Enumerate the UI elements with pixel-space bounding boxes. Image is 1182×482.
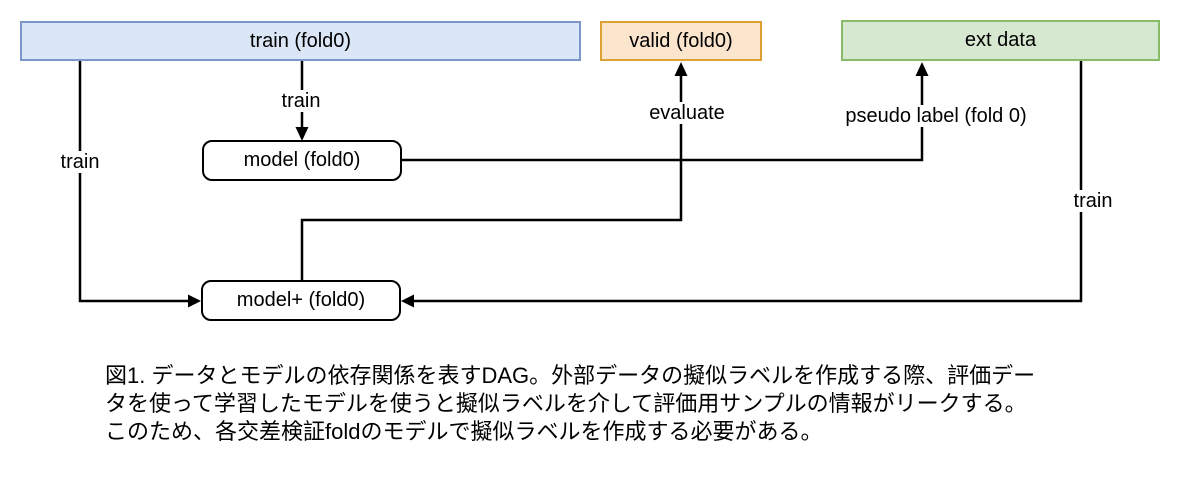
arrowhead-left-into-model-plus bbox=[401, 294, 414, 308]
edge-label-pseudo-label: pseudo label (fold 0) bbox=[842, 105, 1030, 127]
node-model-plus-label: model+ (fold0) bbox=[236, 289, 366, 311]
node-ext-data: ext data bbox=[841, 20, 1160, 61]
node-model-plus-fold0: model+ (fold0) bbox=[201, 280, 401, 321]
caption-line-1: 図1. データとモデルの依存関係を表すDAG。外部データの擬似ラベルを作成する際… bbox=[105, 363, 1036, 388]
edge-label-train-right: train bbox=[1070, 190, 1116, 212]
node-valid-label: valid (fold0) bbox=[629, 29, 733, 52]
edge-label-evaluate: evaluate bbox=[646, 102, 728, 124]
node-train-label: train (fold0) bbox=[249, 29, 352, 52]
caption-line-3: このため、各交差検証foldのモデルで擬似ラベルを作成する必要がある。 bbox=[105, 419, 823, 444]
node-model-label: model (fold0) bbox=[243, 149, 361, 171]
node-model-fold0: model (fold0) bbox=[202, 140, 402, 181]
caption-line-2: タを使って学習したモデルを使うと擬似ラベルを介して評価用サンプルの情報がリークす… bbox=[105, 391, 1027, 416]
node-train-fold0: train (fold0) bbox=[20, 21, 581, 61]
edge-model-to-ext-data bbox=[402, 74, 924, 162]
edge-model-plus-to-valid bbox=[300, 74, 683, 280]
arrowhead-right-into-model-plus bbox=[188, 294, 201, 308]
edge-ext-data-to-model-plus bbox=[414, 61, 1083, 303]
edge-label-train-top: train bbox=[278, 90, 324, 112]
node-ext-data-label: ext data bbox=[964, 29, 1037, 51]
figure-caption: 図1. データとモデルの依存関係を表すDAG。外部データの擬似ラベルを作成する際… bbox=[105, 362, 1035, 446]
node-valid-fold0: valid (fold0) bbox=[600, 21, 762, 61]
arrowhead-down-into-model bbox=[295, 127, 309, 141]
arrowhead-up-into-ext-data bbox=[915, 62, 929, 76]
arrowhead-up-into-valid bbox=[674, 62, 688, 76]
edge-train-to-model-plus bbox=[78, 61, 189, 303]
edge-label-train-left: train bbox=[57, 151, 103, 173]
